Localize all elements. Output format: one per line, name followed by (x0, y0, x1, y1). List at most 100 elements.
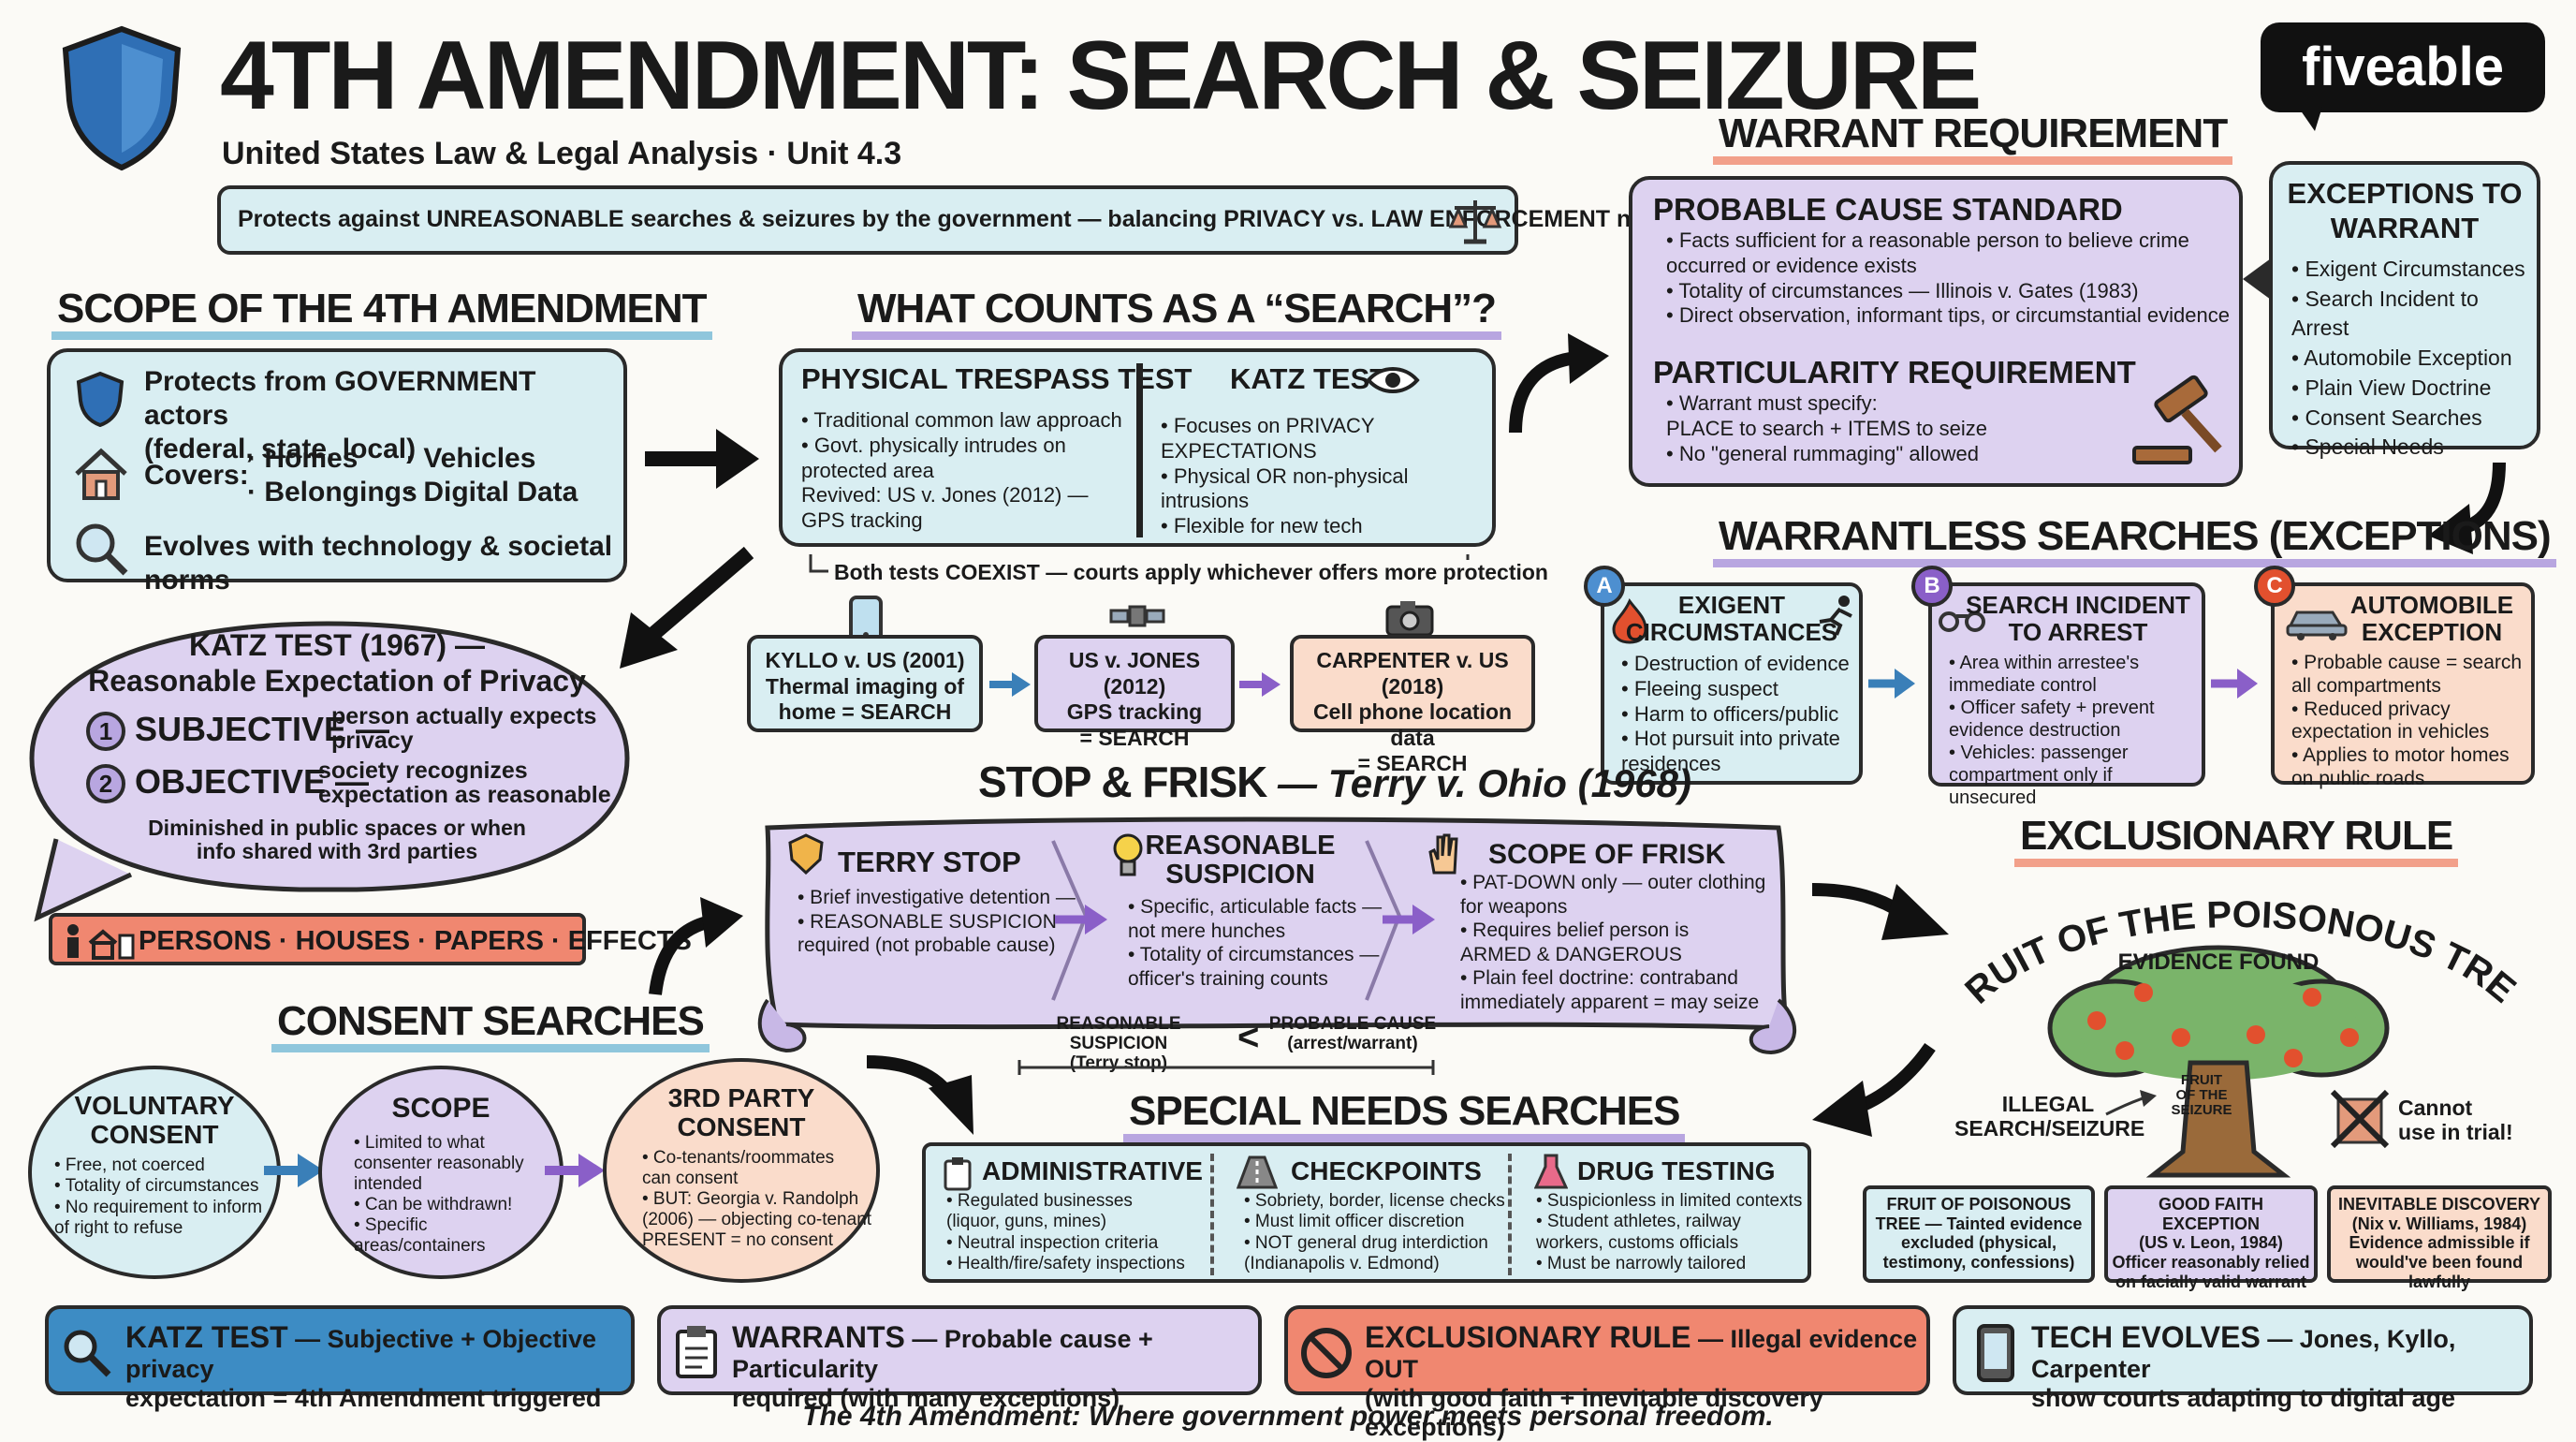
exceptions-title: EXCEPTIONS TO WARRANT (2287, 177, 2523, 245)
katz-note: Diminished in public spaces or when info… (148, 816, 526, 864)
warrant-box: PROBABLE CAUSE STANDARD • Facts sufficie… (1629, 176, 2243, 487)
case-kyllo-text: KYLLO v. US (2001) Thermal imaging of ho… (765, 648, 965, 725)
incident-letter: B (1911, 566, 1953, 607)
summary-warrants-text: WARRANTS — Probable cause + Particularit… (732, 1320, 1153, 1412)
persons-banner: PERSONS · HOUSES · PAPERS · EFFECTS (49, 913, 692, 965)
road-icon (1237, 1155, 1278, 1189)
summary-katz: KATZ TEST — Subjective + Objective priva… (45, 1305, 635, 1412)
particularity-items: • Warrant must specify: PLACE to search … (1666, 391, 1987, 465)
warrant-heading: WARRANT REQUIREMENT (1713, 110, 2233, 165)
summary-warrants: WARRANTS — Probable cause + Particularit… (657, 1305, 1262, 1412)
case-jones-text: US v. JONES (2012) GPS tracking = SEARCH (1066, 648, 1203, 750)
arrow-c1-c2 (264, 1154, 324, 1187)
arrow-illegal-to-trunk (2105, 1090, 2157, 1116)
warrantless-heading: WARRANTLESS SEARCHES (EXCEPTIONS) (1713, 513, 2556, 567)
katz-objective-label: OBJECTIVE — (135, 762, 370, 801)
good-faith-box: GOOD FAITH EXCEPTION (US v. Leon, 1984) … (2104, 1185, 2318, 1291)
gavel-icon (2132, 375, 2222, 464)
phone-icon (849, 596, 883, 644)
scope-government-text: Protects from GOVERNMENT actors (federal… (144, 366, 536, 464)
incident-items: • Area within arrestee's immediate contr… (1949, 653, 2155, 808)
drug-testing-items: • Suspicionless in limited contexts • St… (1536, 1191, 1803, 1274)
arrow-terry-rs (1055, 905, 1107, 934)
arrow-scope-to-search (645, 429, 759, 489)
cmp-reasonable-suspicion: REASONABLE SUSPICION (Terry stop) (1056, 1014, 1181, 1073)
handcuffs-icon (1939, 611, 1985, 632)
hand-icon (1428, 833, 1458, 875)
scales-icon (1448, 200, 1502, 244)
satellite-icon (1109, 605, 1165, 627)
frisk-items: • PAT-DOWN only — outer clothing for wea… (1460, 872, 1766, 1014)
footer-tagline: The 4th Amendment: Where government powe… (802, 1401, 1774, 1432)
trespass-items: • Traditional common law approach • Govt… (801, 408, 1122, 533)
frisk-title: SCOPE OF FRISK (1488, 839, 1726, 870)
lightbulb-icon (1113, 833, 1143, 876)
page-title: 4TH AMENDMENT: SEARCH & SEIZURE (220, 22, 1982, 130)
search-tests-box: PHYSICAL TRESPASS TEST • Traditional com… (779, 348, 1496, 547)
intro-banner: Protects against UNREASONABLE searches &… (217, 185, 1684, 255)
persons-banner-text: PERSONS · HOUSES · PAPERS · EFFECTS (139, 926, 692, 956)
incident-title: SEARCH INCIDENT TO ARREST (1966, 591, 2190, 646)
case-carpenter-text: CARPENTER v. US (2018) Cell phone locati… (1312, 648, 1513, 776)
stop-frisk-heading: STOP & FRISK — Terry v. Ohio (1968) (978, 758, 1691, 806)
consent-scope-circle: SCOPE • Limited to what consenter reason… (318, 1066, 564, 1279)
arrow-to-warrantless (2428, 462, 2506, 554)
katz-objective-desc: society recognizes expectation as reason… (318, 758, 611, 809)
house-icon (75, 448, 127, 500)
summary-tech-text: TECH EVOLVES — Jones, Kyllo, Carpenter s… (2031, 1320, 2456, 1412)
arrow-to-katz (620, 546, 754, 669)
fruit-poison-box: FRUIT OF POISONOUS TREE — Tainted eviden… (1863, 1185, 2095, 1283)
evidence-found-label: EVIDENCE FOUND (2117, 949, 2320, 975)
brand-logo-text: fiveable (2302, 37, 2504, 97)
arrow-rs-frisk (1383, 905, 1435, 934)
automobile-box: C AUTOMOBILE EXCEPTION • Probable cause … (2254, 566, 2535, 789)
eye-icon (1366, 367, 1420, 393)
exigent-box: A EXIGENT CIRCUMSTANCES • Destruction of… (1584, 566, 1863, 785)
scope-covers-label: Covers: (144, 460, 249, 491)
shield-icon (62, 25, 182, 171)
brand-logo: fiveable (2261, 22, 2545, 131)
terry-stop-title: TERRY STOP (838, 846, 1021, 878)
exigent-title: EXIGENT CIRCUMSTANCES (1625, 591, 1838, 646)
automobile-letter: C (2254, 566, 2295, 607)
checkpoints-title: CHECKPOINTS (1291, 1156, 1482, 1185)
summary-prohibited-icon (1301, 1328, 1352, 1378)
good-faith-text: GOOD FAITH EXCEPTION (US v. Leon, 1984) … (2112, 1195, 2310, 1291)
car-icon (2286, 611, 2348, 640)
page-subtitle: United States Law & Legal Analysis · Uni… (222, 136, 902, 171)
case-jones: US v. JONES (2012) GPS tracking = SEARCH (1034, 635, 1235, 750)
arrow-a-b (1868, 669, 1915, 699)
consent-scope-items: • Limited to what consenter reasonably i… (354, 1133, 524, 1257)
poison-tree: FRUIT OF THE POISONOUS TREE (1938, 871, 2524, 1178)
voluntary-consent-items: • Free, not coerced • Totality of circum… (54, 1155, 263, 1239)
fire-icon (1612, 598, 1647, 644)
arrow-exclusionary-to-special (1812, 1042, 1936, 1137)
stop-frisk-scroll (757, 817, 1796, 1055)
coexist-note: Both tests COEXIST — courts apply whiche… (828, 560, 1554, 585)
voluntary-consent-title: VOLUNTARY CONSENT (74, 1091, 235, 1149)
case-kyllo: KYLLO v. US (2001) Thermal imaging of ho… (747, 635, 983, 732)
rs-title: REASONABLE SUSPICION (1145, 831, 1336, 890)
third-party-title: 3RD PARTY CONSENT (667, 1083, 815, 1141)
terry-stop-items: • Brief investigative detention — • REAS… (798, 887, 1076, 957)
admin-title: ADMINISTRATIVE (982, 1156, 1203, 1185)
summary-magnifier-icon (64, 1330, 111, 1377)
exceptions-box: EXCEPTIONS TO WARRANT • Exigent Circumst… (2243, 161, 2540, 459)
third-party-circle: 3RD PARTY CONSENT • Co-tenants/roommates… (603, 1058, 880, 1283)
intro-banner-text: Protects against UNREASONABLE searches &… (238, 206, 1685, 232)
shield-small-icon (76, 371, 124, 427)
exclusionary-heading: EXCLUSIONARY RULE (2014, 813, 2459, 867)
summary-exclusionary-text: EXCLUSIONARY RULE — Illegal evidence OUT… (1365, 1320, 1918, 1441)
exigent-letter: A (1584, 566, 1625, 607)
no-evidence-icon (2330, 1089, 2390, 1149)
arrow-jones-carpenter (1239, 672, 1281, 697)
katz-subjective-desc: person actually expects privacy (331, 703, 597, 755)
third-party-items: • Co-tenants/roommates can consent • BUT… (642, 1148, 872, 1251)
trespass-title: PHYSICAL TRESPASS TEST (801, 362, 1193, 395)
summary-clipboard-icon (676, 1326, 717, 1378)
arrow-consent-to-stop (649, 897, 743, 995)
arrow-stop-to-exclusionary (1811, 883, 1949, 940)
katz-subjective-label: SUBJECTIVE — (135, 710, 390, 748)
exceptions-items: • Exigent Circumstances • Search Inciden… (2291, 257, 2525, 460)
katz-bubble-title: KATZ TEST (1967) — Reasonable Expectatio… (88, 628, 586, 699)
